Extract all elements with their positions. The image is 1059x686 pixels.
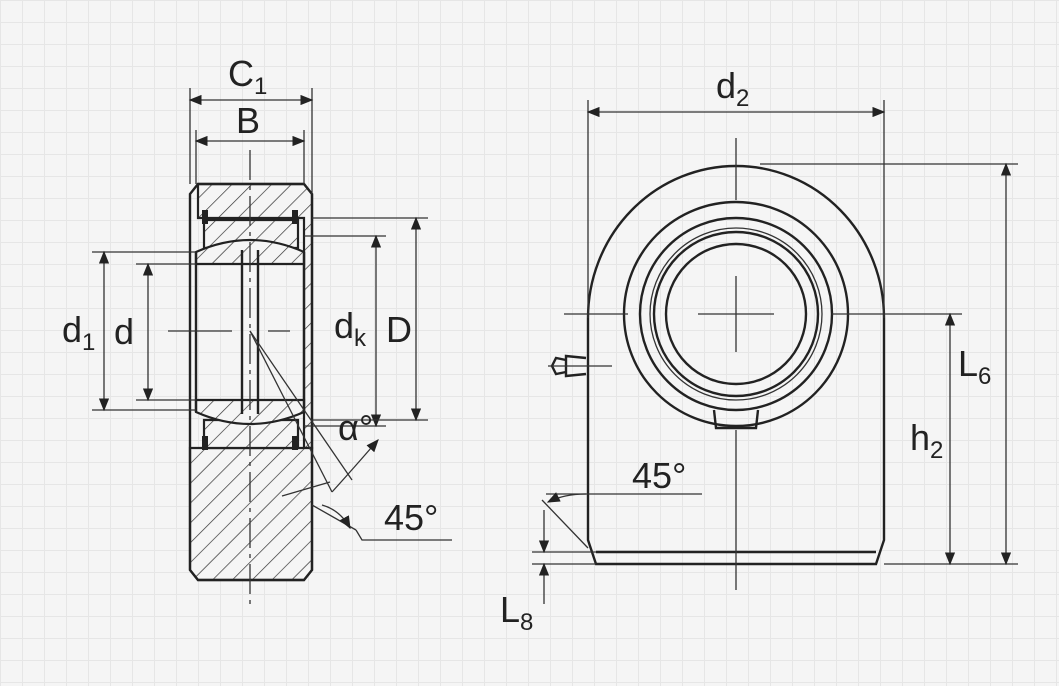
d-label: d	[114, 311, 134, 352]
left-section-view	[92, 88, 452, 605]
rod-end-housing	[586, 164, 886, 566]
housing-lower-section	[188, 446, 314, 582]
d1-label: d1	[62, 309, 95, 356]
d2-label: d2	[716, 65, 749, 112]
left-45-label: 45°	[384, 497, 438, 538]
inner-ring-lower	[194, 398, 306, 426]
dk-label: dk	[334, 305, 367, 352]
b-label: B	[236, 100, 260, 141]
right-45-label: 45°	[632, 455, 686, 496]
grease-nipple	[548, 354, 612, 378]
l6-label: L6	[958, 343, 991, 390]
h2-label: h2	[910, 417, 943, 464]
housing-outline	[188, 182, 314, 582]
c1-label: C1	[228, 53, 267, 100]
l8-label: L8	[500, 589, 533, 636]
right-front-view	[532, 100, 1018, 604]
D-label: D	[386, 309, 412, 350]
alpha-label: α°	[338, 407, 373, 448]
bore-circle	[664, 242, 808, 386]
